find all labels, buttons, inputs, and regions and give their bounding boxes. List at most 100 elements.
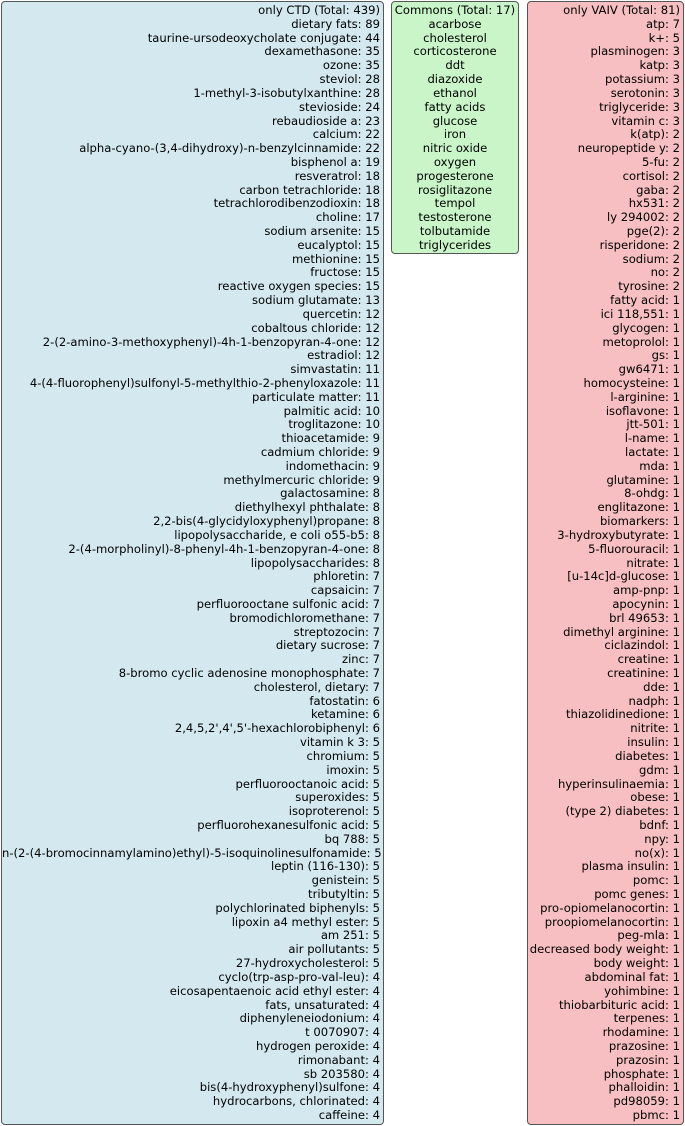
ctd-list-item: eicosapentaenoic acid ethyl ester: 4 xyxy=(169,983,380,998)
vaiv-list-item: homocysteine: 1 xyxy=(583,375,680,390)
vaiv-list-item: npy: 1 xyxy=(644,831,680,846)
commons-list-item: rosiglitazone xyxy=(418,182,492,197)
vaiv-list-item: diabetes: 1 xyxy=(615,748,680,763)
commons-list-item: cholesterol xyxy=(423,30,487,45)
ctd-list-item: polychlorinated biphenyls: 5 xyxy=(215,900,380,915)
only-vaiv-title: only VAIV (Total: 81) xyxy=(563,3,680,17)
ctd-list-item: bis(4-hydroxyphenyl)sulfone: 4 xyxy=(199,1080,380,1095)
ctd-list-item: isoproterenol: 5 xyxy=(288,804,380,819)
ctd-list-item: simvastatin: 11 xyxy=(290,362,380,377)
vaiv-list-item: creatine: 1 xyxy=(617,652,680,667)
ctd-list-item: 4-(4-fluorophenyl)sulfonyl-5-methylthio-… xyxy=(29,375,380,390)
vaiv-list-item: hx531: 2 xyxy=(628,196,680,211)
ctd-list-item: methylmercuric chloride: 9 xyxy=(223,472,380,487)
vaiv-list-item: glycogen: 1 xyxy=(612,320,680,335)
vaiv-list-item: apocynin: 1 xyxy=(612,596,680,611)
ctd-list-item: lipopolysaccharide, e coli o55-b5: 8 xyxy=(174,527,380,542)
vaiv-list-item: phosphate: 1 xyxy=(603,1066,680,1081)
ctd-list-item: fructose: 15 xyxy=(310,265,380,280)
ctd-list-item: bisphenol a: 19 xyxy=(290,154,380,169)
vaiv-list-item: nitrate: 1 xyxy=(626,555,680,570)
vaiv-list-item: gaba: 2 xyxy=(636,182,680,197)
vaiv-list-item: insulin: 1 xyxy=(627,735,680,750)
ctd-list-item: 27-hydroxycholesterol: 5 xyxy=(235,956,380,971)
ctd-list-item: phloretin: 7 xyxy=(313,569,380,584)
ctd-list-item: diphenyleneiodonium: 4 xyxy=(239,1011,380,1026)
vaiv-list-item: englitazone: 1 xyxy=(597,500,680,515)
vaiv-list-item: 8-ohdg: 1 xyxy=(624,486,680,501)
commons-list-item: testosterone xyxy=(418,210,492,225)
vaiv-list-item: nitrite: 1 xyxy=(630,721,680,736)
vaiv-list-item: katp: 3 xyxy=(639,58,681,73)
ctd-list-item: taurine-ursodeoxycholate conjugate: 44 xyxy=(147,30,380,45)
vaiv-list-item: ici 118,551: 1 xyxy=(600,306,680,321)
ctd-list-item: cobaltous chloride: 12 xyxy=(251,320,380,335)
commons-list-item: nitric oxide xyxy=(422,141,488,156)
vaiv-list-item: l-arginine: 1 xyxy=(610,389,680,404)
vaiv-list-item: thiazolidinedione: 1 xyxy=(565,707,680,722)
vaiv-list-item: l-name: 1 xyxy=(624,431,680,446)
vaiv-list-item: no: 2 xyxy=(650,265,680,280)
ctd-list-item: dietary fats: 89 xyxy=(291,16,380,31)
vaiv-list-item: prazosine: 1 xyxy=(608,1038,680,1053)
ctd-list-item: imoxin: 5 xyxy=(326,762,380,777)
vaiv-list-item: pd98059: 1 xyxy=(613,1094,680,1109)
vaiv-list-item: dimethyl arginine: 1 xyxy=(563,624,680,639)
ctd-list-item: genistein: 5 xyxy=(311,873,380,888)
vaiv-list-item: risperidone: 2 xyxy=(599,237,680,252)
ctd-list-item: t 0070907: 4 xyxy=(305,1025,380,1040)
ctd-list-item: tributyltin: 5 xyxy=(308,887,380,901)
commons-list-item: acarbose xyxy=(428,16,482,31)
ctd-list-item: sb 203580: 4 xyxy=(303,1066,380,1081)
vaiv-list-item: (type 2) diabetes: 1 xyxy=(565,804,680,819)
ctd-list-item: fatostatin: 6 xyxy=(309,693,380,708)
ctd-list-item: carbon tetrachloride: 18 xyxy=(239,182,380,197)
ctd-list-item: tetrachlorodibenzodioxin: 18 xyxy=(213,196,380,211)
ctd-list-item: quercetin: 12 xyxy=(302,306,380,321)
commons-title: Commons (Total: 17) xyxy=(394,3,516,17)
vaiv-list-item: triglyceride: 3 xyxy=(599,99,680,114)
ctd-list-item: hydrogen peroxide: 4 xyxy=(256,1038,380,1053)
vaiv-list-item: potassium: 3 xyxy=(604,72,680,87)
ctd-list-item: perfluorohexanesulfonic acid: 5 xyxy=(197,817,380,832)
ctd-list-item: capsaicin: 7 xyxy=(310,583,380,598)
ctd-list-item: ketamine: 6 xyxy=(310,707,380,722)
commons-list-item: tolbutamide xyxy=(419,224,491,238)
ctd-list-item: stevioside: 24 xyxy=(299,99,380,114)
vaiv-list-item: brl 49653: 1 xyxy=(609,610,680,625)
vaiv-list-item: cortisol: 2 xyxy=(622,168,680,183)
ctd-list-item: leptin (116-130): 5 xyxy=(271,859,380,874)
vaiv-list-item: decreased body weight: 1 xyxy=(529,942,680,957)
ctd-list-item: calcium: 22 xyxy=(312,127,380,142)
vaiv-list-item: metoprolol: 1 xyxy=(602,334,680,349)
vaiv-list-item: amp-pnp: 1 xyxy=(613,583,680,598)
vaiv-list-item: 3-hydroxybutyrate: 1 xyxy=(557,527,680,542)
commons-list-item: progesterone xyxy=(416,168,494,183)
commons-list-item: iron xyxy=(443,127,467,142)
vaiv-list-item: plasminogen: 3 xyxy=(590,44,681,59)
commons-list-item: ethanol xyxy=(433,85,477,100)
ctd-list-item: dietary sucrose: 7 xyxy=(275,638,380,653)
commons-list-item: tempol xyxy=(434,196,476,211)
ctd-list-item: indomethacin: 9 xyxy=(285,458,380,473)
ctd-list-item: sodium arsenite: 15 xyxy=(264,224,380,238)
commons-list-item: glucose xyxy=(432,113,478,128)
vaiv-list-item: abdominal fat: 1 xyxy=(584,969,681,984)
ctd-list-item: dexamethasone: 35 xyxy=(264,44,380,59)
vaiv-list-item: neuropeptide y: 2 xyxy=(577,141,680,156)
ctd-list-item: 8-bromo cyclic adenosine monophosphate: … xyxy=(118,666,380,680)
vaiv-list-item: rhodamine: 1 xyxy=(602,1025,680,1040)
ctd-list-item: steviol: 28 xyxy=(319,72,380,87)
commons-list-item: ddt xyxy=(445,58,465,73)
commons-list-item: fatty acids xyxy=(424,99,486,114)
vaiv-list-item: peg-mla: 1 xyxy=(617,928,680,943)
ctd-list-item: caffeine: 4 xyxy=(318,1108,380,1122)
vaiv-list-item: atp: 7 xyxy=(646,16,680,31)
vaiv-list-item: proopiomelanocortin: 1 xyxy=(544,914,680,929)
ctd-list-item: cholesterol, dietary: 7 xyxy=(253,679,380,694)
ctd-list-item: cyclo(trp-asp-pro-val-leu): 4 xyxy=(218,969,380,984)
vaiv-list-item: thiobarbituric acid: 1 xyxy=(559,997,680,1012)
vaiv-list-item: lactate: 1 xyxy=(625,445,680,459)
